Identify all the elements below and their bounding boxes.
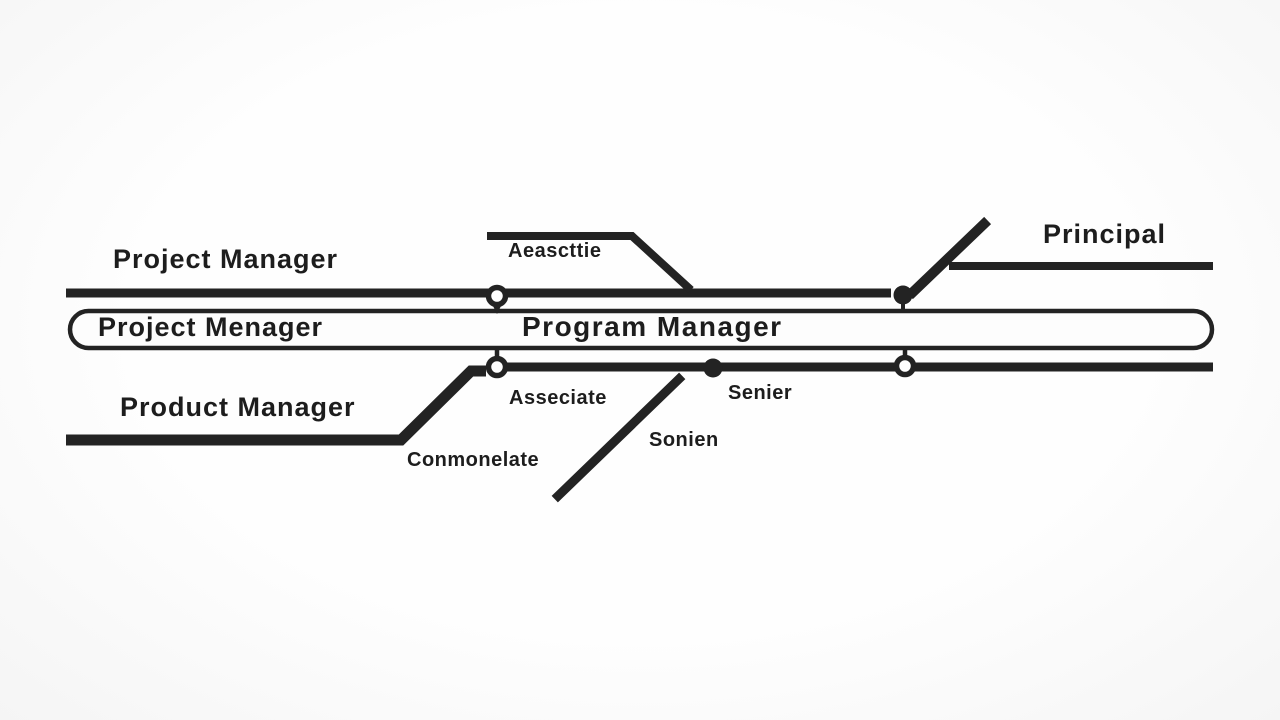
bottom-left-station-ring-icon xyxy=(485,355,509,379)
label-associate-station: Asseciate xyxy=(509,387,607,409)
bottom-right-station-ring-icon xyxy=(893,354,917,378)
label-top-branch-station: Aeascttie xyxy=(508,240,602,262)
label-lower-station: Conmonelate xyxy=(407,449,540,471)
center-diagonal-line xyxy=(551,372,686,503)
top-station-ring-icon xyxy=(485,284,509,308)
principal-diagonal-line xyxy=(905,216,992,300)
program-manager-pill xyxy=(67,308,1215,351)
label-project-manager: Project Manager xyxy=(113,244,339,274)
label-pill-project-menager: Project Menager xyxy=(98,312,324,342)
bottom-station-dot-icon xyxy=(703,358,723,378)
label-diagonal-station: Sonien xyxy=(649,429,719,451)
label-senior-station: Senier xyxy=(728,382,793,404)
product-branch-line xyxy=(66,365,486,446)
top-station-dot-icon xyxy=(893,285,913,305)
label-pill-program-manager: Program Manager xyxy=(522,311,783,342)
top-branch-line xyxy=(487,232,694,293)
label-product-manager: Product Manager xyxy=(120,392,356,422)
label-principal: Principal xyxy=(1043,219,1167,249)
